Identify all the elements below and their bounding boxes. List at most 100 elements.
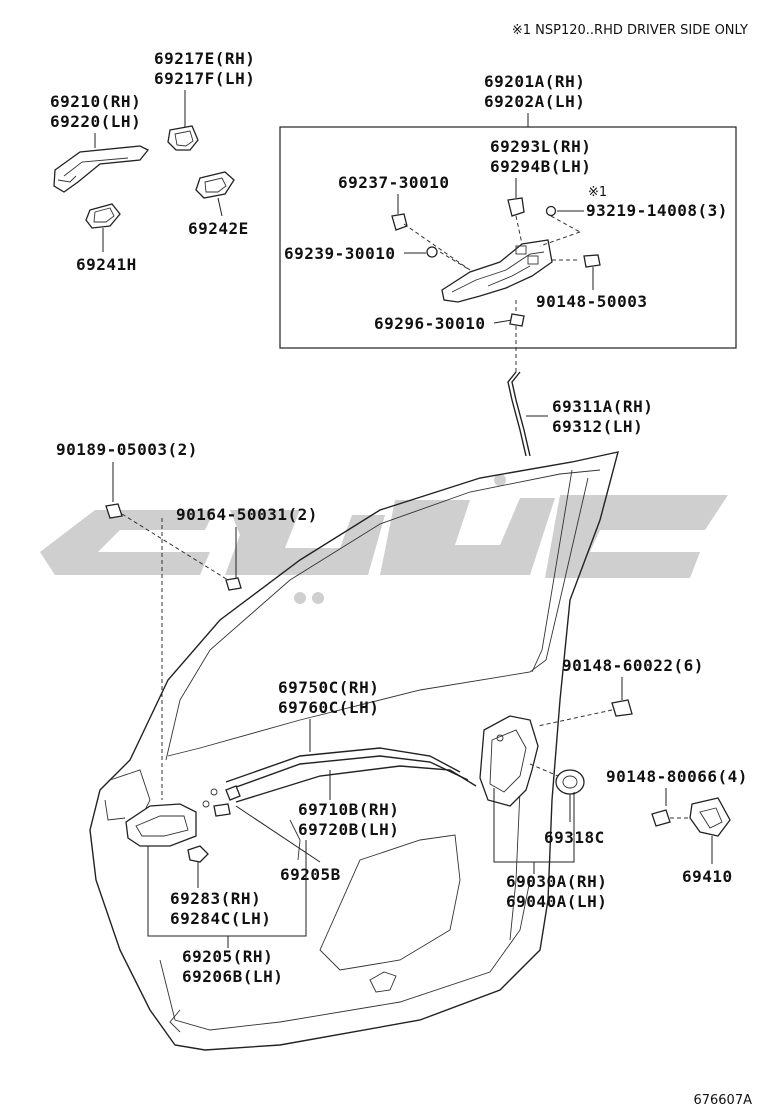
screw-90164-part: [225, 577, 242, 591]
label-69210-lh: 69220(LH): [50, 112, 141, 131]
leader-69296: [493, 319, 513, 324]
label-69241: 69241H: [76, 255, 137, 274]
label-69710-lh: 69720B(LH): [298, 820, 399, 839]
inside-handle-part: [125, 803, 197, 847]
screw-90148-part: [583, 254, 601, 268]
door-lock-detail: [489, 729, 527, 793]
label-69293: 69293L(RH) 69294B(LH): [490, 137, 591, 176]
lock-hole: [496, 734, 504, 742]
cable-end-2: [202, 800, 210, 808]
label-69293-lh: 69294B(LH): [490, 157, 591, 176]
label-90148c: 90148-80066(4): [606, 767, 748, 786]
label-69201: 69201A(RH) 69202A(LH): [484, 72, 585, 111]
handle-frame-detail-2: [487, 265, 531, 287]
label-69201-rh: 69201A(RH): [484, 72, 585, 91]
cylinder-part: [507, 197, 525, 217]
watermark-logo: [40, 474, 728, 604]
link-rod-part-b: [511, 371, 531, 457]
label-69030: 69030A(RH) 69040A(LH): [506, 872, 607, 911]
label-90148a: 90148-50003: [536, 292, 647, 311]
cable-69750-b: [227, 755, 469, 791]
note-text: ※1 NSP120..RHD DRIVER SIDE ONLY: [512, 23, 748, 38]
handle-pad-part: [85, 203, 121, 229]
cover-69318-detail: [562, 775, 578, 789]
dash-bolt: [550, 215, 581, 233]
dash-cylinder: [515, 215, 523, 245]
screw-90148c-part: [651, 809, 671, 827]
label-69205-rh: 69205(RH): [182, 947, 273, 966]
striker-part: [689, 797, 731, 837]
label-69030-lh: 69040A(LH): [506, 892, 607, 911]
label-69242: 69242E: [188, 219, 249, 238]
label-69750: 69750C(RH) 69760C(LH): [278, 678, 379, 717]
cable-end-1: [210, 788, 218, 796]
dash-bolt-2: [539, 231, 581, 247]
spacer-part: [509, 313, 525, 327]
label-69205-lh: 69206B(LH): [182, 967, 283, 986]
door-shell: [89, 451, 619, 1051]
leader-69242: [217, 197, 223, 217]
label-90164: 90164-50031(2): [176, 505, 318, 524]
label-69201-lh: 69202A(LH): [484, 92, 585, 111]
cable-69710: [235, 765, 477, 803]
handle-pad-detail: [93, 207, 115, 223]
label-69205: 69205(RH) 69206B(LH): [182, 947, 283, 986]
label-93219: 93219-14008(3): [586, 201, 728, 220]
label-69217: 69217E(RH) 69217F(LH): [154, 49, 255, 88]
frame-assembly-box: [279, 126, 737, 349]
label-90148b: 90148-60022(6): [562, 656, 704, 675]
cable-69750-a: [225, 747, 461, 783]
dash-clip: [403, 223, 471, 271]
label-69237: 69237-30010: [338, 173, 449, 192]
dash-cover: [529, 763, 559, 777]
cable-clip-part-2: [213, 803, 231, 817]
cover-69318-part: [555, 769, 585, 795]
frame-slot-1: [515, 245, 527, 255]
label-69311-lh: 69312(LH): [552, 417, 643, 436]
label-69410: 69410: [682, 867, 733, 886]
handle-frame-detail: [451, 251, 545, 293]
label-69296: 69296-30010: [374, 314, 485, 333]
grommet-part: [426, 246, 438, 258]
label-69283-lh: 69284C(LH): [170, 909, 271, 928]
handle-cover-part: [167, 125, 199, 151]
clip-part: [391, 213, 408, 231]
screw-90148b-part: [611, 699, 633, 717]
mark-note-1: ※1: [588, 185, 607, 200]
outside-handle-part: [53, 145, 150, 193]
label-69210: 69210(RH) 69220(LH): [50, 92, 141, 131]
dash-grommet: [439, 251, 471, 271]
gasket-detail: [204, 177, 227, 193]
clip-69283-part: [187, 845, 209, 863]
label-69710: 69710B(RH) 69720B(LH): [298, 800, 399, 839]
frame-slot-2: [527, 255, 539, 265]
bracket-69205: [147, 840, 307, 937]
dash-90148b: [537, 709, 613, 727]
label-69750-rh: 69750C(RH): [278, 678, 379, 697]
handle-cover-detail: [174, 130, 194, 147]
outside-handle-detail-2: [57, 175, 77, 183]
label-69293-rh: 69293L(RH): [490, 137, 591, 156]
label-69210-rh: 69210(RH): [50, 92, 141, 111]
striker-detail: [699, 807, 723, 829]
label-90189: 90189-05003(2): [56, 440, 198, 459]
handle-frame-part: [441, 239, 553, 303]
label-69217-rh: 69217E(RH): [154, 49, 255, 68]
inside-handle-detail: [135, 815, 189, 837]
label-69283: 69283(RH) 69284C(LH): [170, 889, 271, 928]
label-69710-rh: 69710B(RH): [298, 800, 399, 819]
door-lock-part: [479, 715, 539, 807]
label-69311: 69311A(RH) 69312(LH): [552, 397, 653, 436]
label-69217-lh: 69217F(LH): [154, 69, 255, 88]
label-69750-lh: 69760C(LH): [278, 698, 379, 717]
label-69205b: 69205B: [280, 865, 341, 884]
gasket-part: [195, 171, 235, 199]
cable-clip-part: [225, 785, 241, 801]
reference-number: 676607A: [693, 1093, 752, 1108]
bolt-93219-part: [545, 205, 557, 217]
link-rod-part: [507, 371, 527, 457]
label-69311-rh: 69311A(RH): [552, 397, 653, 416]
clip-90189-part: [105, 503, 123, 519]
label-69030-rh: 69030A(RH): [506, 872, 607, 891]
